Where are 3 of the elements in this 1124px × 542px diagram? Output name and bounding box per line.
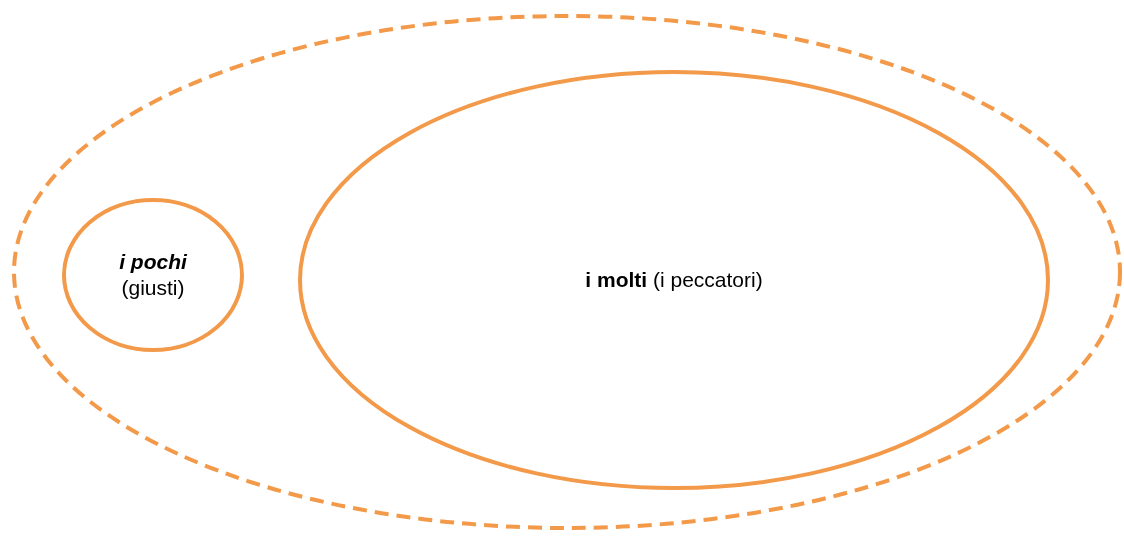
node-label: (giusti) [121, 275, 185, 301]
node-label: i pochi [119, 248, 187, 275]
node-label: i molti (i peccatori) [585, 266, 763, 293]
